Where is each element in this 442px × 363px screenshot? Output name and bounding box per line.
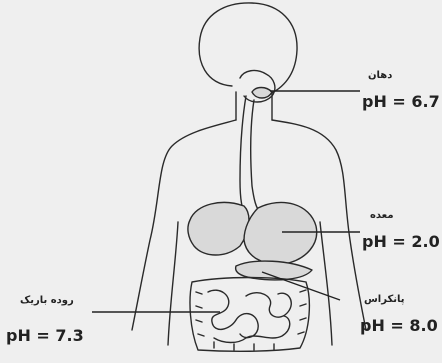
mouth-ph-value: pH = 6.7 bbox=[362, 92, 440, 111]
mouth-name-label: دهان bbox=[368, 70, 392, 81]
head-outline bbox=[199, 3, 297, 94]
stomach-name-label: معده bbox=[370, 210, 394, 221]
esophagus bbox=[240, 96, 260, 216]
left-waist-outline bbox=[168, 222, 178, 345]
small-intestine-coils bbox=[208, 290, 291, 342]
pancreas-ph-value: pH = 8.0 bbox=[360, 316, 438, 335]
pancreas-name-label: پانکراس bbox=[364, 294, 405, 305]
tongue bbox=[252, 88, 272, 99]
right-waist-outline bbox=[320, 222, 332, 345]
small-intestine-ph-value: pH = 7.3 bbox=[6, 326, 84, 345]
small-intestine-name-label: روده باریک bbox=[20, 295, 74, 306]
stomach-ph-value: pH = 2.0 bbox=[362, 232, 440, 251]
stomach-organ bbox=[244, 202, 317, 264]
liver bbox=[188, 202, 249, 255]
